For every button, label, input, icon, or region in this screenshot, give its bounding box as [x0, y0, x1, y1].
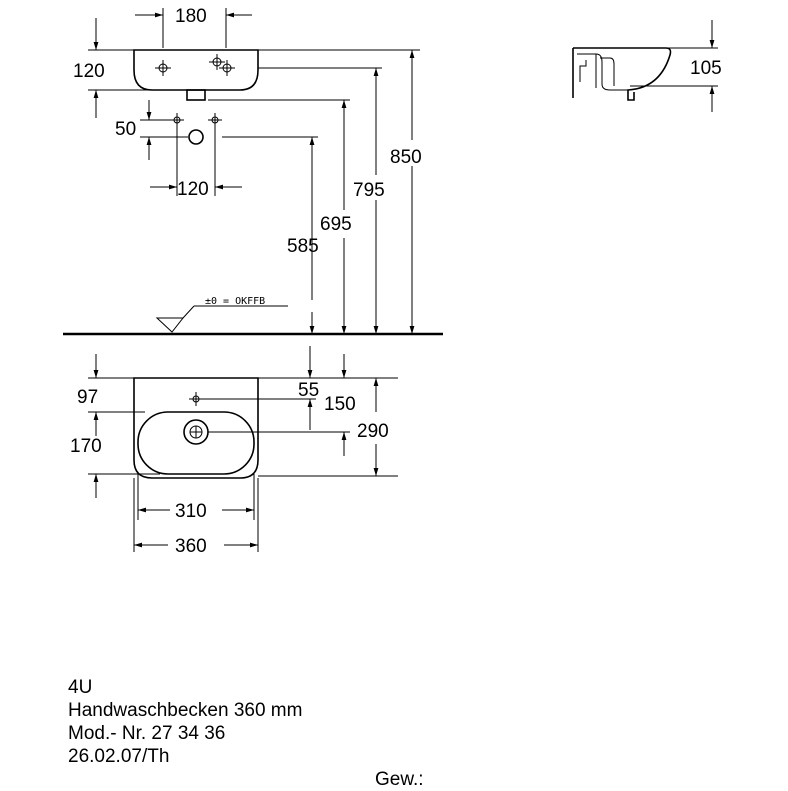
drain-plan [183, 419, 209, 445]
dim-290: 290 [357, 421, 389, 442]
tap-hole-right [209, 54, 235, 76]
dim-170: 170 [70, 436, 102, 457]
dim-50: 50 [115, 119, 136, 140]
model-number: Mod.- Nr. 27 34 36 [68, 723, 226, 744]
plan-outline [133, 377, 259, 479]
dim-120-spacing: 120 [177, 179, 209, 200]
dim-360: 360 [175, 536, 207, 557]
trap-stub [186, 89, 206, 101]
dim-55: 55 [298, 380, 319, 401]
dim-850: 850 [390, 147, 422, 168]
tap-hole-plan [189, 392, 203, 406]
basin-front-outline [133, 49, 259, 91]
tap-hole-left [155, 60, 171, 76]
floor-reference-label: ±0 = OKFFB [205, 296, 265, 307]
dim-180: 180 [175, 6, 207, 27]
dim-97: 97 [77, 387, 98, 408]
dim-310: 310 [175, 501, 207, 522]
series-name: 4U [68, 677, 93, 698]
plan-view: 97 170 55 150 290 310 360 [70, 346, 398, 557]
dim-150: 150 [324, 394, 356, 415]
weight-label: Gew.: [375, 769, 424, 790]
side-view: 105 [572, 20, 722, 112]
dim-120-height: 120 [73, 61, 105, 82]
dim-585: 585 [287, 236, 319, 257]
outlet-fixtures [170, 113, 222, 145]
date-author: 26.02.07/Th [68, 746, 170, 767]
title-block: 4U Handwaschbecken 360 mm Mod.- Nr. 27 3… [68, 676, 302, 768]
dim-105: 105 [690, 58, 722, 79]
front-elevation: 180 120 50 120 [63, 6, 443, 336]
dim-695: 695 [320, 214, 352, 235]
dim-795: 795 [353, 180, 385, 201]
bowl-outline [137, 411, 255, 475]
product-description: Handwaschbecken 360 mm [68, 700, 303, 721]
side-outline [573, 47, 672, 101]
